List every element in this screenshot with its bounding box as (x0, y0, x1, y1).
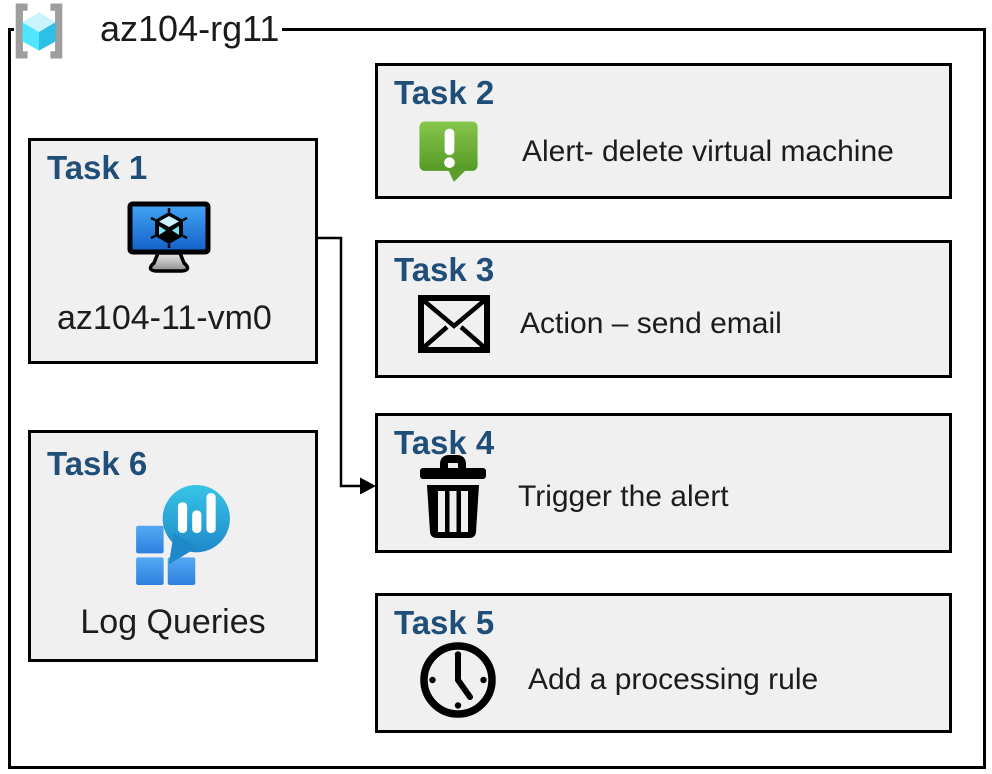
task1-box: Task 1 (28, 138, 318, 364)
task4-title: Task 4 (394, 424, 495, 461)
log-analytics-icon (136, 485, 230, 585)
task2-row: Alert- delete virtual machine (418, 120, 894, 184)
virtual-machine-icon (127, 201, 211, 273)
task4-box: Task 4 Trigger the alert (375, 413, 952, 553)
clock-icon (420, 642, 496, 718)
task6-title: Task 6 (47, 445, 148, 482)
task2-title: Task 2 (394, 74, 495, 111)
resource-group-name: az104-rg11 (100, 8, 280, 49)
task3-title: Task 3 (394, 251, 495, 288)
task5-box: Task 5 Add a processing rule (375, 593, 952, 733)
task5-caption: Add a processing rule (528, 663, 819, 696)
task1-caption: az104-11-vm0 (57, 299, 272, 337)
task1-title: Task 1 (47, 149, 148, 186)
trash-delete-icon (420, 455, 486, 538)
task2-box: Task 2 Alert- delete virtual machine (375, 63, 952, 199)
task5-row: Add a processing rule (418, 640, 818, 720)
task6-box: Task 6 Log Queries (28, 430, 318, 662)
task4-caption: Trigger the alert (518, 480, 729, 513)
task3-caption: Action – send email (520, 307, 782, 340)
email-envelope-icon (418, 295, 490, 353)
task3-box: Task 3 Action – send email (375, 240, 952, 378)
task4-row: Trigger the alert (418, 454, 729, 540)
alert-message-icon (419, 121, 478, 183)
task3-row: Action – send email (418, 295, 782, 353)
task6-caption: Log Queries (80, 603, 266, 641)
resource-group-icon (15, 3, 63, 59)
task5-title: Task 5 (394, 604, 495, 641)
border-mask (14, 24, 282, 35)
task2-caption: Alert- delete virtual machine (522, 135, 894, 168)
